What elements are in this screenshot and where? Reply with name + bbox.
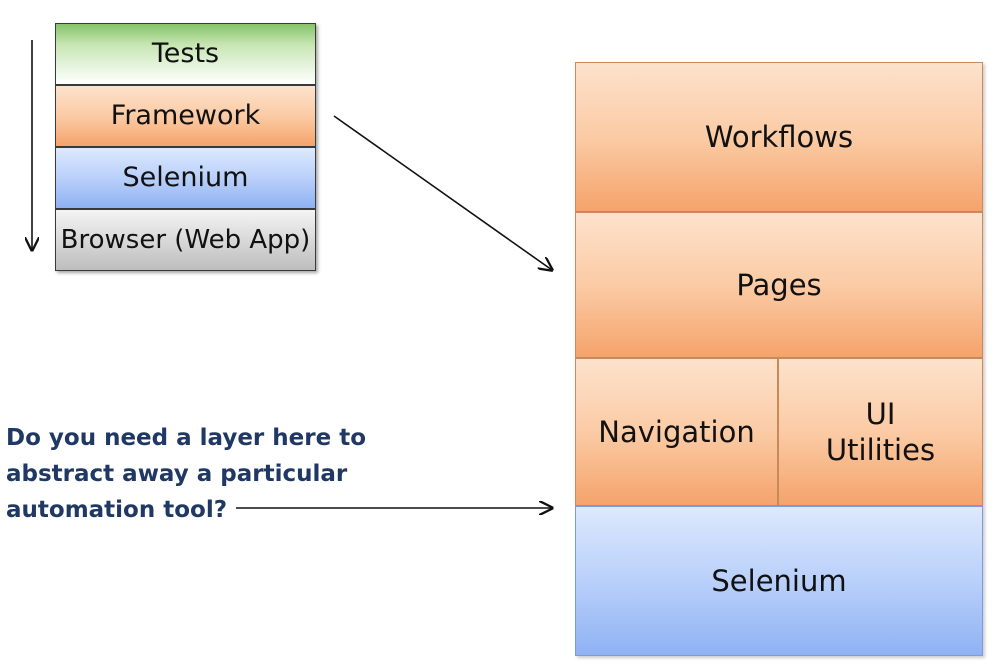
pages-layer: Pages — [575, 212, 983, 358]
workflows-layer: Workflows — [575, 62, 983, 212]
ui-utilities-layer: UI Utilities — [778, 358, 983, 506]
ui-utilities-label-line2: Utilities — [825, 433, 936, 467]
pages-label: Pages — [736, 267, 822, 302]
browser-label: Browser (Web App) — [60, 224, 311, 255]
framework-label: Framework — [110, 100, 261, 132]
framework-layer: Framework — [55, 85, 316, 147]
navigation-layer: Navigation — [575, 358, 778, 506]
tests-label: Tests — [151, 38, 220, 70]
question-line-2: abstract away a particular — [6, 461, 348, 487]
browser-layer: Browser (Web App) — [55, 209, 316, 271]
question-line-1: Do you need a layer here to — [6, 425, 367, 451]
framework-to-detail-arrow — [333, 115, 552, 270]
question-text: Do you need a layer here to abstract awa… — [6, 420, 366, 528]
selenium-layer-right: Selenium — [575, 506, 983, 656]
navigation-label: Navigation — [598, 414, 755, 449]
selenium-right-label: Selenium — [711, 563, 847, 598]
ui-utilities-label-line1: UI — [865, 396, 896, 431]
selenium-layer-left: Selenium — [55, 147, 316, 209]
question-line-3: automation tool? — [6, 497, 228, 523]
tests-layer: Tests — [55, 23, 316, 85]
selenium-left-label: Selenium — [122, 162, 249, 194]
workflows-label: Workflows — [704, 119, 854, 154]
